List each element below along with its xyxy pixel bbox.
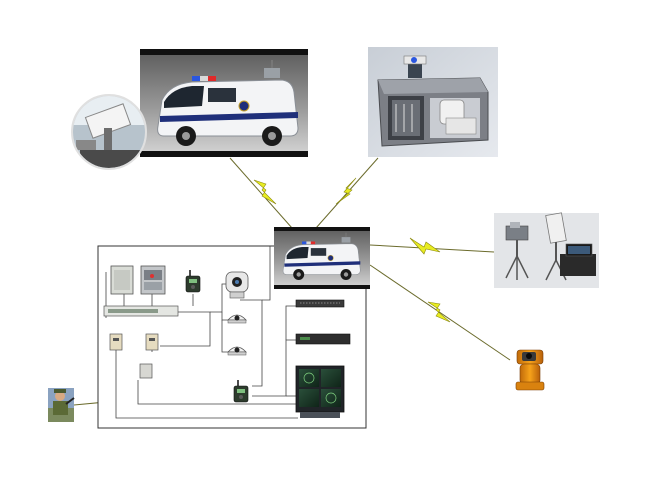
ptz-camera-turret-photo bbox=[512, 346, 546, 392]
central-command-van-photo bbox=[274, 227, 370, 289]
network-switch bbox=[103, 305, 179, 317]
lightning-icon bbox=[335, 177, 357, 205]
link-van-to-command bbox=[229, 157, 293, 229]
dome-camera-lower bbox=[227, 346, 247, 356]
dome-camera-upper bbox=[227, 314, 247, 324]
surveillance-van-photo bbox=[140, 49, 308, 157]
lightning-icon bbox=[427, 301, 451, 323]
link-command-to-turret bbox=[369, 264, 511, 361]
lightning-icon bbox=[253, 179, 277, 205]
patch-panel bbox=[295, 299, 345, 308]
tripod-radar-photo bbox=[494, 212, 599, 288]
antenna-closeup-photo bbox=[71, 94, 147, 170]
monitor-wall bbox=[295, 365, 345, 418]
server-cabinet-left bbox=[110, 265, 134, 295]
field-soldier-photo bbox=[48, 388, 75, 422]
video-recorder bbox=[295, 333, 351, 345]
equipment-shelter-photo bbox=[368, 47, 498, 157]
junction-box bbox=[139, 363, 153, 379]
pan-tilt-camera bbox=[225, 271, 249, 299]
server-cabinet-right bbox=[140, 265, 166, 295]
power-module-right bbox=[145, 333, 159, 351]
lightning-icon bbox=[409, 237, 441, 255]
power-module-left bbox=[109, 333, 123, 351]
